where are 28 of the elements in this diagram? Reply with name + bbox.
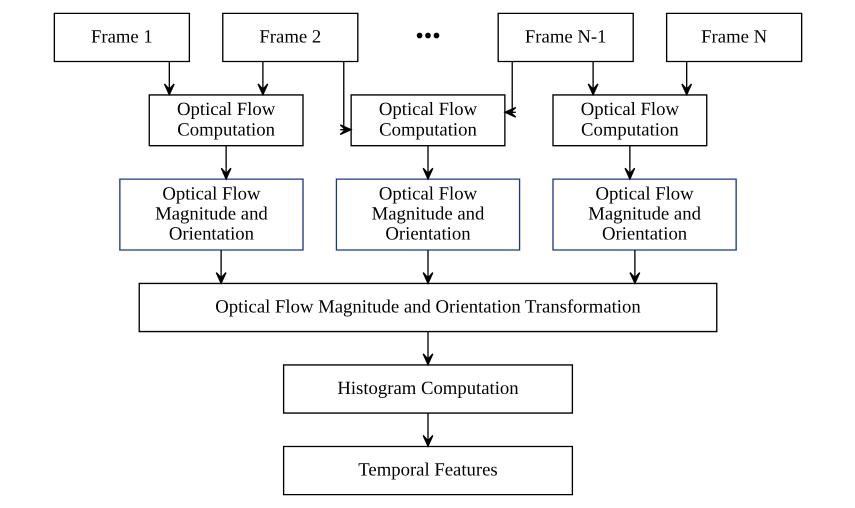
node-box: Optical Flow Magnitude and Orientation — [118, 178, 304, 251]
arrow — [422, 332, 433, 366]
arrow — [215, 250, 226, 284]
node-box: Frame N — [665, 12, 802, 62]
node-box: Optical Flow Computation — [350, 94, 506, 146]
arrow — [504, 62, 516, 118]
arrow — [422, 146, 433, 180]
node-box: Frame 1 — [53, 12, 190, 62]
arrow — [339, 62, 352, 136]
arrow — [680, 62, 692, 96]
arrow — [422, 250, 433, 284]
node-box: Optical Flow Magnitude and Orientation — [552, 178, 736, 251]
node-box: Optical Flow Magnitude and Orientation — [335, 178, 520, 251]
arrow — [628, 250, 640, 284]
label: ••• — [414, 23, 440, 50]
node-box: Histogram Computation — [282, 364, 573, 414]
node-box: Optical Flow Computation — [148, 94, 304, 146]
node-box: Optical Flow Computation — [552, 94, 707, 146]
arrow — [256, 62, 268, 96]
node-box: Optical Flow Magnitude and Orientation Transformation — [138, 282, 717, 332]
arrow — [220, 146, 232, 180]
node-box: Frame 2 — [222, 12, 358, 62]
arrow — [587, 62, 598, 96]
arrow — [422, 413, 433, 447]
arrow — [163, 62, 174, 96]
arrow — [624, 146, 635, 180]
node-box: Temporal Features — [282, 446, 573, 496]
node-box: Frame N-1 — [497, 12, 634, 62]
